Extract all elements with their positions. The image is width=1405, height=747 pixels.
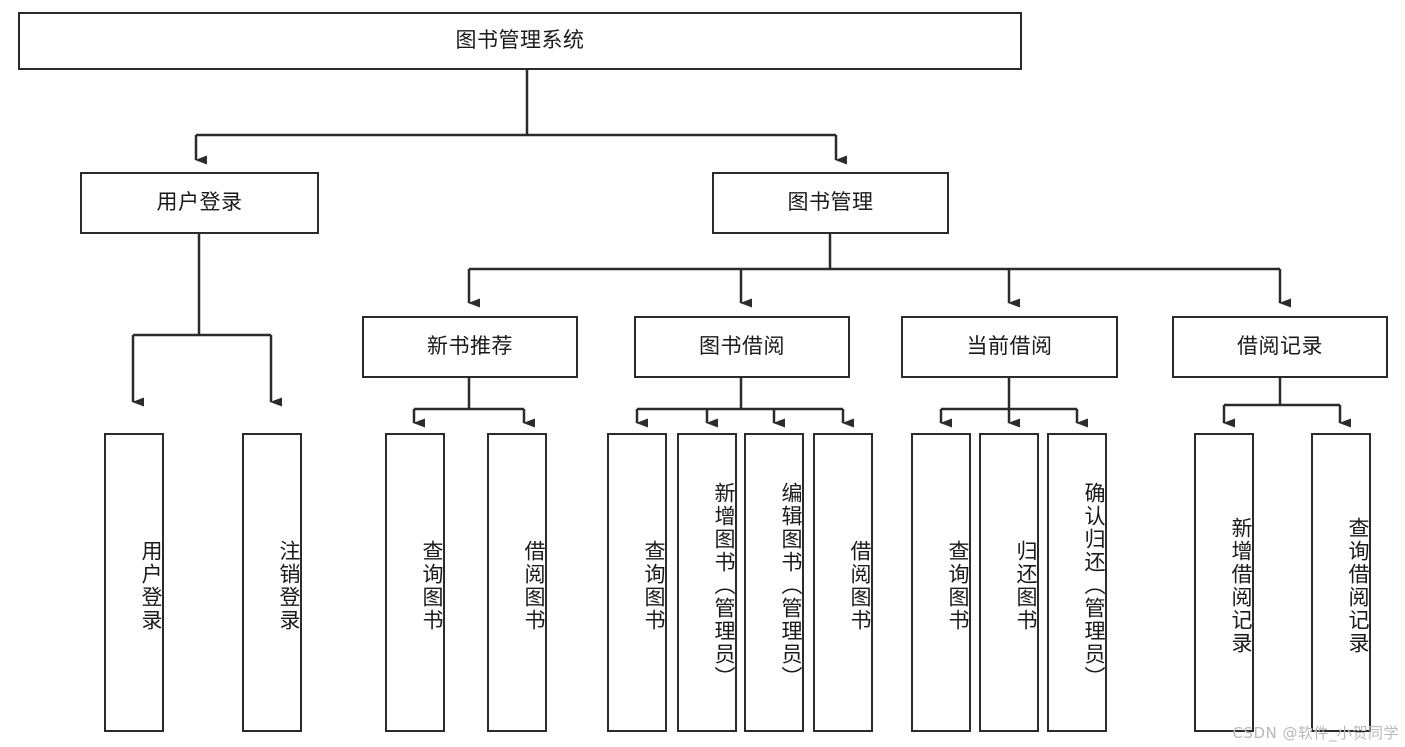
node-book-management[interactable]: 图书管理 <box>712 172 949 234</box>
leaf-new-book-borrow[interactable]: 借阅图书 <box>487 433 547 732</box>
node-borrow-record[interactable]: 借阅记录 <box>1172 316 1388 378</box>
node-current-borrow[interactable]: 当前借阅 <box>901 316 1118 378</box>
leaf-record-query-record[interactable]: 查询借阅记录 <box>1311 433 1371 732</box>
node-user-login[interactable]: 用户登录 <box>80 172 319 234</box>
node-label: 新书推荐 <box>427 334 513 359</box>
node-label: 借阅图书 <box>522 539 546 632</box>
node-label: 查询图书 <box>946 539 970 632</box>
leaf-user-login-logout[interactable]: 注销登录 <box>242 433 302 732</box>
node-label: 查询图书 <box>642 539 666 632</box>
leaf-new-book-query[interactable]: 查询图书 <box>385 433 445 732</box>
node-new-book-recommend[interactable]: 新书推荐 <box>362 316 578 378</box>
node-label: 编辑图书（管理员） <box>779 482 803 689</box>
node-label: 用户登录 <box>156 190 243 215</box>
leaf-user-login-login[interactable]: 用户登录 <box>104 433 164 732</box>
leaf-borrow-query-book[interactable]: 查询图书 <box>607 433 667 732</box>
leaf-borrow-add-book[interactable]: 新增图书（管理员） <box>677 433 737 732</box>
node-label: 借阅图书 <box>848 539 872 632</box>
node-label: 确认归还（管理员） <box>1082 482 1106 689</box>
node-label: 图书借阅 <box>699 334 785 359</box>
node-book-borrow[interactable]: 图书借阅 <box>634 316 850 378</box>
node-label: 注销登录 <box>277 539 301 632</box>
node-label: 查询借阅记录 <box>1346 516 1370 655</box>
watermark-text: CSDN @软件_小贺同学 <box>1232 724 1399 742</box>
node-label: 借阅记录 <box>1237 334 1323 359</box>
node-label: 图书管理 <box>787 190 874 215</box>
node-root-system[interactable]: 图书管理系统 <box>18 12 1022 70</box>
leaf-record-add-record[interactable]: 新增借阅记录 <box>1194 433 1254 732</box>
node-label: 归还图书 <box>1014 539 1038 632</box>
node-label: 新增借阅记录 <box>1229 516 1253 655</box>
node-label: 新增图书（管理员） <box>712 482 736 689</box>
leaf-current-confirm-return[interactable]: 确认归还（管理员） <box>1047 433 1107 732</box>
node-label: 图书管理系统 <box>455 28 585 53</box>
node-label: 查询图书 <box>420 539 444 632</box>
leaf-borrow-borrow-book[interactable]: 借阅图书 <box>813 433 873 732</box>
node-label: 当前借阅 <box>966 334 1053 359</box>
leaf-current-return-book[interactable]: 归还图书 <box>979 433 1039 732</box>
leaf-current-query-book[interactable]: 查询图书 <box>911 433 971 732</box>
leaf-borrow-edit-book[interactable]: 编辑图书（管理员） <box>744 433 804 732</box>
node-label: 用户登录 <box>139 539 163 632</box>
